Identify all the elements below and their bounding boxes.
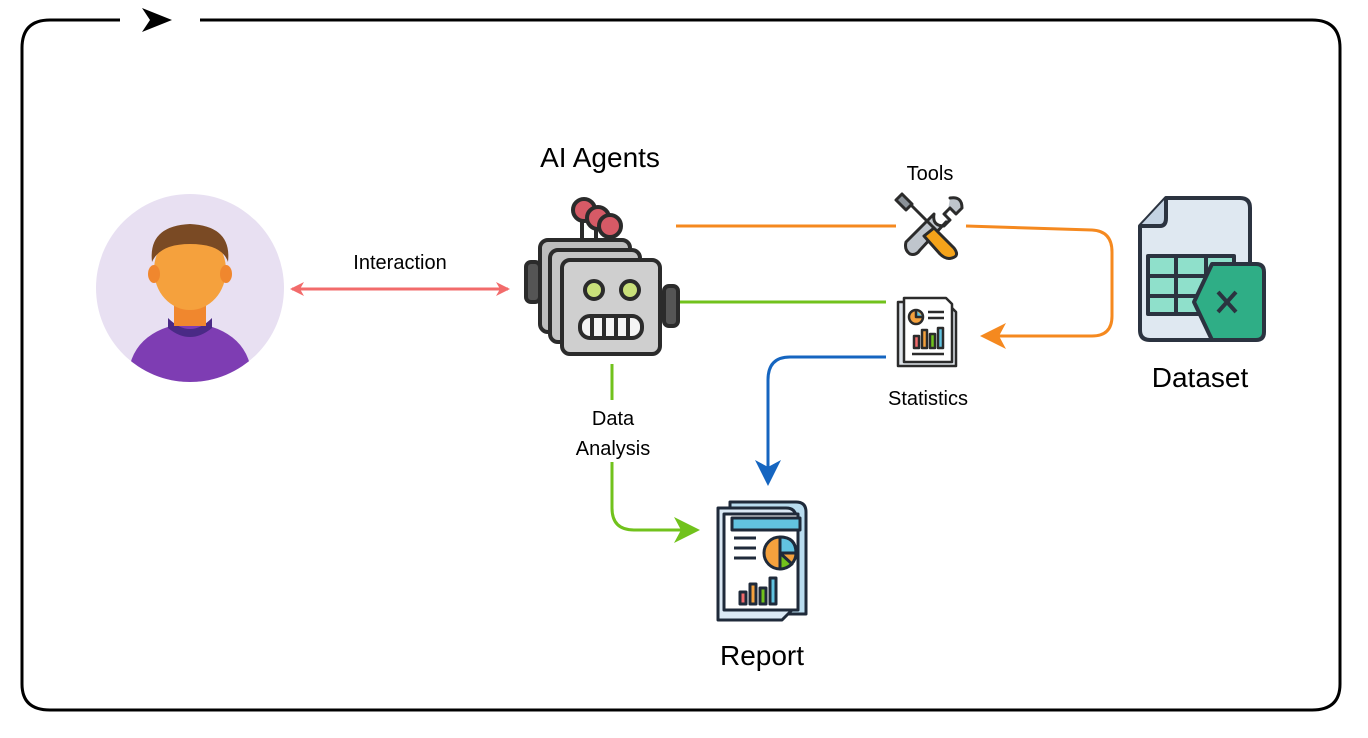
loop-direction-arrow	[142, 8, 172, 32]
dataset-to-statistics-edge	[965, 224, 1114, 349]
data-analysis-edge	[610, 364, 696, 530]
statistics-document-icon	[896, 296, 958, 368]
statistics-to-report-edge	[755, 355, 886, 486]
robot-group-icon	[524, 197, 680, 356]
dataset-label: Dataset	[1151, 362, 1249, 393]
statistics-label: Statistics	[887, 388, 969, 410]
spreadsheet-file-icon	[1138, 196, 1266, 342]
report-document-icon	[716, 500, 808, 622]
user-avatar-icon	[96, 194, 284, 382]
interaction-label: Interaction	[353, 252, 447, 274]
outer-loop-frame	[20, 18, 1342, 712]
data-analysis-line-1: Data	[591, 408, 635, 430]
report-label: Report	[719, 640, 805, 671]
tools-label: Tools	[906, 163, 954, 185]
tools-icon	[894, 192, 964, 260]
agents-label: AI Agents	[540, 142, 660, 173]
data-analysis-label: Data Analysis	[548, 404, 678, 464]
data-analysis-line-2: Analysis	[575, 438, 651, 460]
